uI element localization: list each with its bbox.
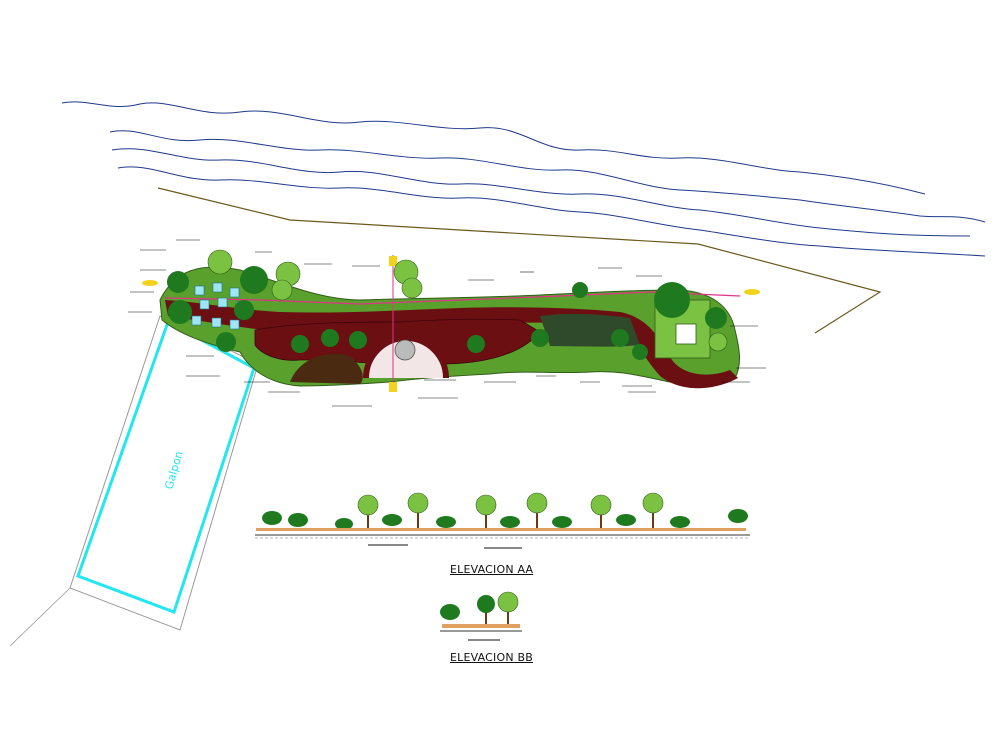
trees bbox=[167, 249, 728, 360]
annotation-leaders bbox=[128, 239, 766, 407]
elevation-aa-title: ELEVACION AA bbox=[450, 563, 534, 576]
elevation-bb bbox=[440, 591, 522, 641]
galpon-building: Galpon bbox=[9, 315, 259, 647]
elevation-aa bbox=[255, 492, 750, 549]
property-line bbox=[157, 187, 882, 334]
elevation-bb-title: ELEVACION BB bbox=[450, 651, 533, 664]
river-contour-lines bbox=[61, 101, 986, 257]
park-plan bbox=[128, 239, 766, 407]
galpon-label: Galpon bbox=[162, 450, 185, 491]
fountain-tiles bbox=[191, 282, 246, 330]
